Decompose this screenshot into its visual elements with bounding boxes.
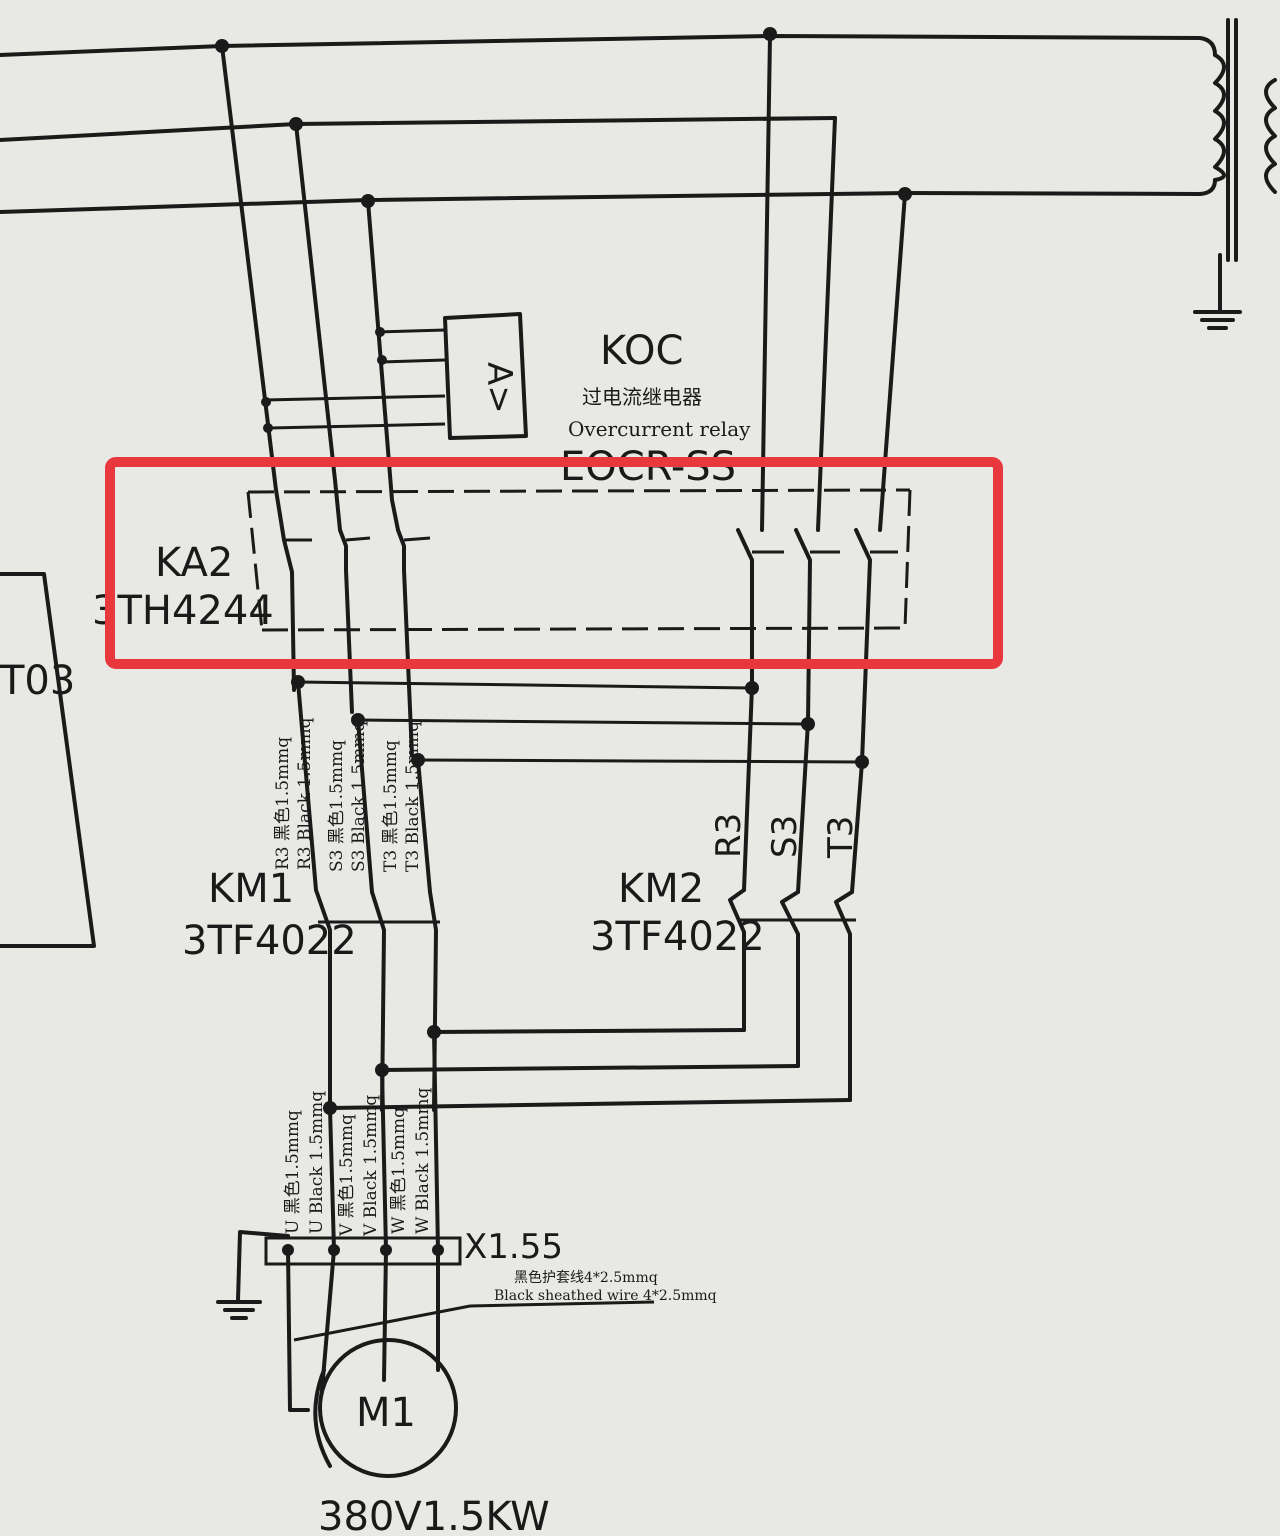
wire-label-w-b: W Black 1.5mmq	[413, 1088, 433, 1234]
terminal-label: X1.55	[464, 1227, 563, 1267]
km1-label: KM1	[208, 866, 294, 912]
left-panel-label: T03	[0, 658, 75, 704]
koc-chinese-label: 过电流继电器	[582, 385, 702, 409]
sheath-chinese-label: 黑色护套线4*2.5mmq	[514, 1269, 658, 1286]
highlight-box	[105, 457, 1003, 669]
wire-label-s3-a: S3 黑色1.5mmq	[327, 740, 347, 872]
km2-r3-label: R3	[709, 813, 749, 858]
koc-feed-wires	[760, 34, 907, 532]
wire-label-r3-a: R3 黑色1.5mmq	[273, 737, 293, 870]
km2-label: KM2	[618, 866, 704, 912]
ammeter-label: A>	[479, 362, 519, 414]
wire-label-u-a: U 黑色1.5mmq	[283, 1110, 303, 1234]
koc-contacts	[736, 528, 898, 764]
km2-contacts	[728, 888, 856, 1102]
wire-label-t3-b: T3 Black 1.5mmq	[403, 721, 423, 872]
koc-label: KOC	[600, 328, 683, 374]
motor-label: M1	[356, 1390, 416, 1436]
ammeter-box: A>	[443, 312, 528, 440]
ka2-model-label: 3TH4244	[92, 588, 274, 634]
km2-feed-wires	[742, 684, 864, 894]
supply-bus	[0, 27, 1217, 214]
wire-label-v-a: V 黑色1.5mmq	[337, 1114, 357, 1237]
wire-label-v-b: V Black 1.5mmq	[361, 1095, 381, 1237]
wire-label-w-a: W 黑色1.5mmq	[389, 1107, 409, 1234]
relay-enclosure	[246, 488, 912, 632]
km2-t3-label: T3	[821, 816, 861, 859]
km2-s3-label: S3	[765, 815, 805, 858]
ka2-label: KA2	[155, 540, 233, 586]
terminal-block	[264, 1236, 462, 1266]
km2-return-wires	[323, 1025, 852, 1115]
crossover-wires	[291, 675, 869, 769]
motor-m1-icon	[313, 1338, 458, 1478]
km2-model-label: 3TF4022	[590, 914, 765, 960]
left-panel-box: T03	[0, 572, 96, 948]
transformer-icon	[1193, 18, 1277, 330]
km1-feed-wires	[296, 680, 432, 894]
km1-model-label: 3TF4022	[182, 918, 357, 964]
koc-english-label: Overcurrent relay	[568, 417, 751, 441]
ka2-feed-wires	[220, 44, 446, 532]
wire-label-u-b: U Black 1.5mmq	[307, 1091, 327, 1234]
wire-label-r3-b: R3 Black 1.5mmq	[295, 717, 315, 870]
wire-label-t3-a: T3 黑色1.5mmq	[381, 740, 401, 872]
wire-label-s3-b: S3 Black 1.5mmq	[349, 721, 369, 872]
sheath-english-label: Black sheathed wire 4*2.5mmq	[494, 1288, 717, 1304]
ground-icon	[216, 1230, 310, 1412]
motor-rating-label: 380V1.5KW	[318, 1494, 550, 1536]
